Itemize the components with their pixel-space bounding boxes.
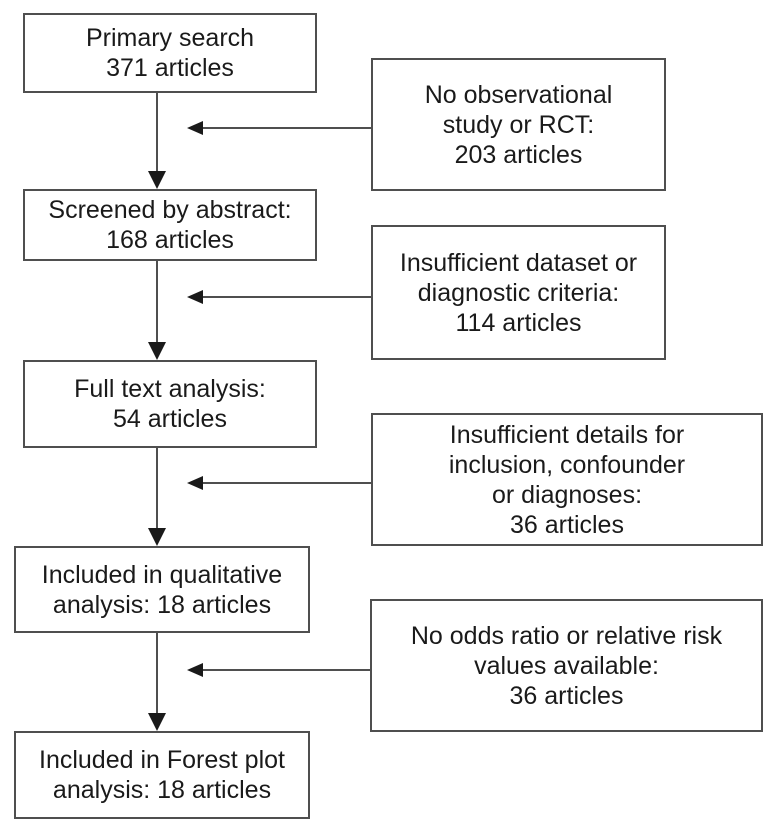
exclusion-box-text: or diagnoses:	[491, 480, 643, 509]
left-arrowhead-icon	[187, 290, 203, 304]
flow-box-text: 168 articles	[106, 226, 234, 254]
exclusion-box-text: No odds ratio or relative risk	[410, 621, 723, 650]
exclusion-box-text: study or RCT:	[442, 110, 595, 139]
exclusion-box-insufficient-details: Insufficient details for inclusion, conf…	[371, 413, 763, 546]
exclusion-box-text: 36 articles	[509, 681, 624, 710]
flow-box-text: analysis: 18 articles	[52, 776, 272, 804]
flow-box-text: Included in qualitative	[41, 560, 283, 589]
flow-box-text: Screened by abstract:	[48, 196, 292, 224]
connector-line	[200, 482, 371, 484]
connector-line	[200, 296, 371, 298]
down-arrowhead-icon	[148, 342, 166, 360]
exclusion-box-text: No observational	[424, 80, 613, 109]
flow-box-text: Included in Forest plot	[39, 746, 285, 774]
flow-box-text: Primary search	[85, 24, 255, 52]
exclusion-box-no-odds-ratio: No odds ratio or relative risk values av…	[370, 599, 763, 732]
exclusion-box-no-observational-study: No observational study or RCT: 203 artic…	[371, 58, 666, 191]
connector-line	[156, 633, 158, 713]
exclusion-box-text: Insufficient details for	[449, 420, 685, 449]
exclusion-box-text: 36 articles	[510, 510, 624, 539]
exclusion-box-text: 203 articles	[454, 140, 583, 169]
exclusion-box-insufficient-dataset: Insufficient dataset or diagnostic crite…	[371, 225, 666, 360]
left-arrowhead-icon	[187, 663, 203, 677]
flow-box-forest-plot-analysis: Included in Forest plot analysis: 18 art…	[14, 731, 310, 819]
flow-box-full-text-analysis: Full text analysis: 54 articles	[23, 360, 317, 448]
flow-box-primary-search: Primary search 371 articles	[23, 13, 317, 93]
flow-box-text: analysis: 18 articles	[52, 590, 272, 619]
down-arrowhead-icon	[148, 713, 166, 731]
connector-line	[200, 669, 370, 671]
exclusion-box-text: 114 articles	[455, 308, 582, 337]
exclusion-box-text: inclusion, confounder	[448, 450, 686, 479]
connector-line	[156, 261, 158, 342]
connector-line	[156, 448, 158, 528]
left-arrowhead-icon	[187, 121, 203, 135]
down-arrowhead-icon	[148, 171, 166, 189]
flow-box-screened-by-abstract: Screened by abstract: 168 articles	[23, 189, 317, 261]
flow-box-text: Full text analysis:	[74, 375, 266, 403]
connector-line	[200, 127, 371, 129]
left-arrowhead-icon	[187, 476, 203, 490]
flow-box-text: 54 articles	[113, 405, 227, 433]
connector-line	[156, 93, 158, 171]
flow-box-text: 371 articles	[106, 54, 234, 82]
exclusion-box-text: diagnostic criteria:	[417, 278, 620, 307]
flow-box-qualitative-analysis: Included in qualitative analysis: 18 art…	[14, 546, 310, 633]
exclusion-box-text: Insufficient dataset or	[399, 248, 638, 277]
exclusion-box-text: values available:	[474, 651, 659, 680]
down-arrowhead-icon	[148, 528, 166, 546]
